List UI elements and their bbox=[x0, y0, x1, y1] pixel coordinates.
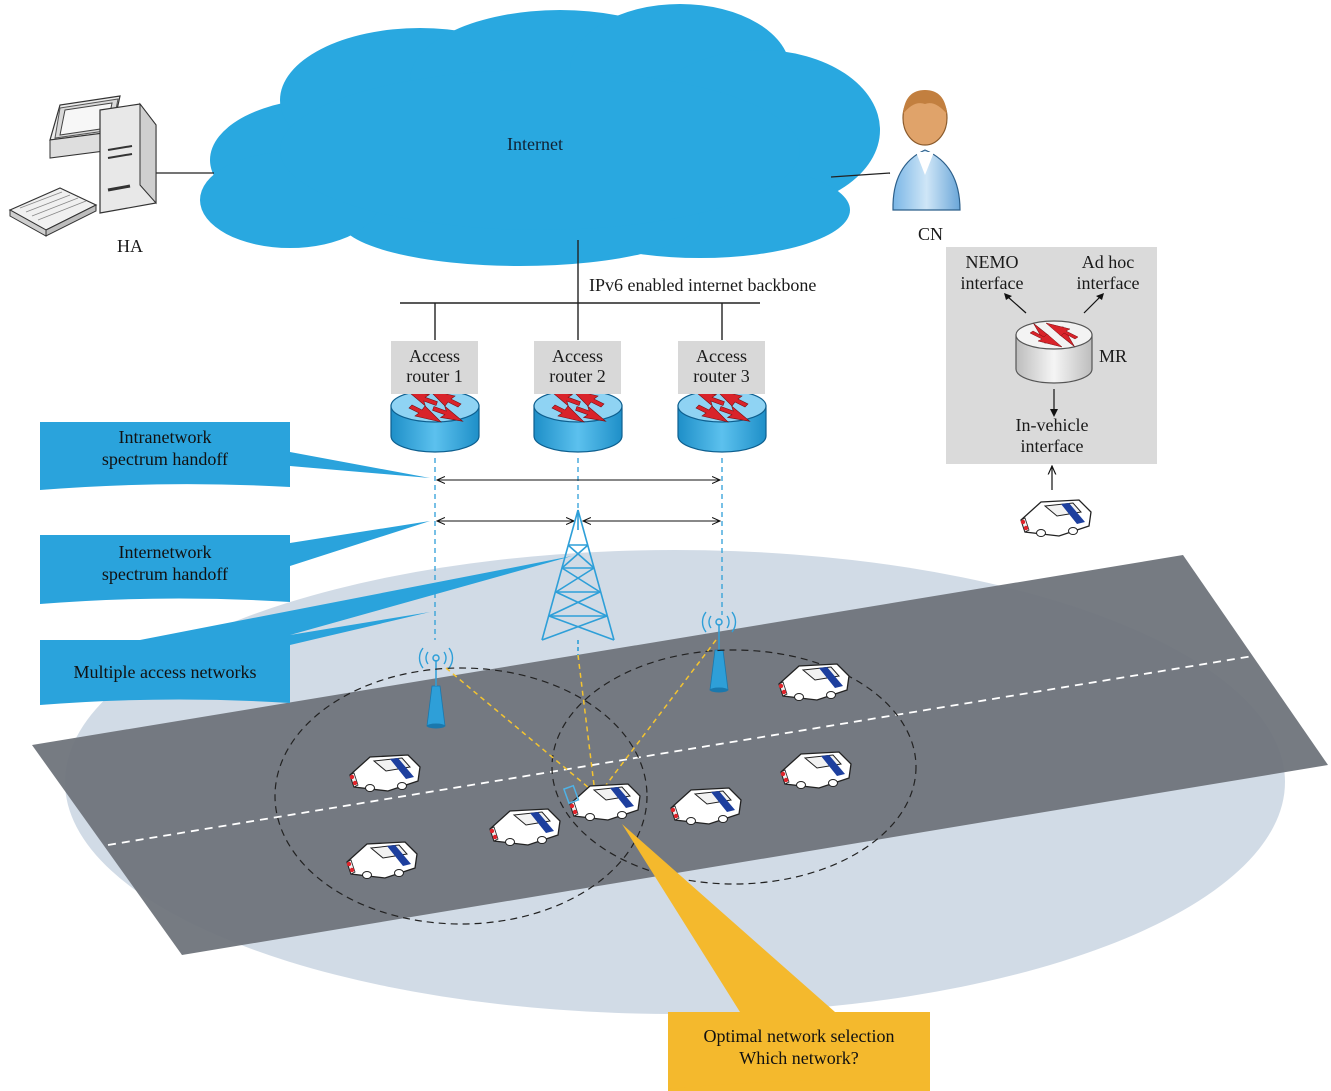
adhoc-interface-label-line2: interface bbox=[1076, 273, 1140, 293]
cell-tower-icon bbox=[541, 509, 615, 660]
access-router-2-label-line1: Access bbox=[552, 346, 603, 366]
adhoc-interface-label: Ad hoc interface bbox=[1068, 252, 1148, 294]
adhoc-interface-label-line1: Ad hoc bbox=[1081, 252, 1135, 272]
optimal-selection-callout-line2: Which network? bbox=[739, 1048, 859, 1068]
internetwork-callout: Internetwork spectrum handoff bbox=[40, 541, 290, 585]
mr-router-icon bbox=[1004, 293, 1104, 417]
nemo-interface-label: NEMO interface bbox=[952, 252, 1032, 294]
coverage-circle-2 bbox=[551, 649, 917, 885]
access-router-3-icon bbox=[677, 386, 767, 453]
access-router-1-label-line1: Access bbox=[409, 346, 460, 366]
access-router-1-icon bbox=[390, 386, 480, 453]
router-drop-lines bbox=[434, 458, 723, 640]
ha-label: HA bbox=[117, 236, 143, 256]
optimal-selection-callout-line1: Optimal network selection bbox=[703, 1026, 895, 1046]
multiple-networks-callout-shape bbox=[40, 556, 572, 705]
invehicle-interface-label-line2: interface bbox=[1020, 436, 1084, 456]
access-router-3-label: Access router 3 bbox=[678, 341, 765, 394]
access-router-2-label-line2: router 2 bbox=[549, 366, 606, 386]
nemo-interface-label-line2: interface bbox=[960, 273, 1024, 293]
internet-label: Internet bbox=[507, 134, 563, 154]
ha-computer-icon bbox=[8, 95, 214, 237]
optimal-selection-callout-shape bbox=[622, 824, 930, 1091]
candidate-links bbox=[445, 639, 717, 794]
multiple-networks-callout: Multiple access networks bbox=[73, 662, 257, 682]
intranetwork-callout-shape bbox=[40, 422, 430, 490]
internetwork-callout-line1: Internetwork bbox=[118, 542, 212, 562]
intranetwork-callout: Intranetwork spectrum handoff bbox=[40, 426, 290, 470]
access-router-1-label-line2: router 1 bbox=[406, 366, 463, 386]
backbone-bus bbox=[400, 240, 760, 340]
invehicle-interface-label-line1: In-vehicle bbox=[1015, 415, 1089, 435]
road-lane-marking bbox=[107, 655, 1254, 846]
coverage-circle-1 bbox=[274, 667, 648, 925]
invehicle-interface-label: In-vehicle interface bbox=[1002, 415, 1102, 457]
car-antenna-box bbox=[562, 784, 580, 805]
access-router-2-label: Access router 2 bbox=[534, 341, 621, 394]
internetwork-callout-shape bbox=[40, 521, 430, 604]
internetwork-callout-line2: spectrum handoff bbox=[101, 564, 229, 584]
access-router-3-label-line1: Access bbox=[696, 346, 747, 366]
vehicle-icon bbox=[1020, 499, 1092, 538]
access-router-2-icon bbox=[533, 386, 623, 453]
nemo-interface-label-line1: NEMO bbox=[965, 252, 1019, 272]
mr-label: MR bbox=[1099, 346, 1128, 366]
internet-cloud bbox=[200, 4, 880, 266]
access-router-1-label: Access router 1 bbox=[391, 341, 478, 394]
cn-label: CN bbox=[918, 224, 944, 244]
mobile-router-panel: NEMO interface Ad hoc interface MR In-ve… bbox=[946, 247, 1157, 464]
backbone-label: IPv6 enabled internet backbone bbox=[589, 275, 817, 295]
intranetwork-callout-line1: Intranetwork bbox=[118, 427, 212, 447]
intranetwork-callout-line2: spectrum handoff bbox=[101, 449, 229, 469]
access-router-3-label-line2: router 3 bbox=[693, 366, 750, 386]
cn-person-icon bbox=[830, 90, 961, 211]
optimal-selection-callout: Optimal network selection Which network? bbox=[668, 1025, 930, 1069]
